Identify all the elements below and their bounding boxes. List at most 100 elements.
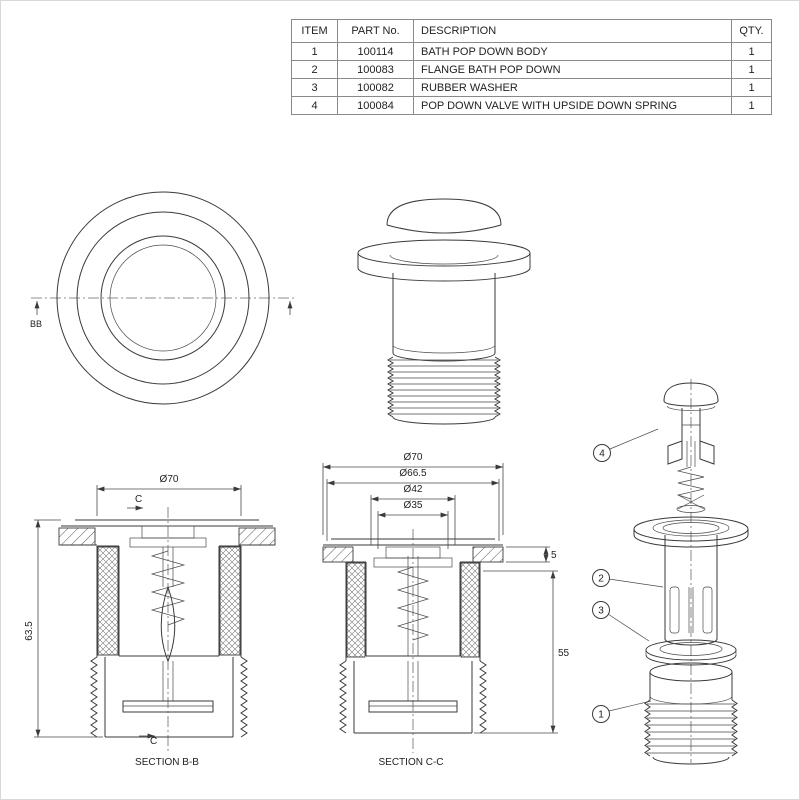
leader-line xyxy=(608,700,652,712)
balloon-number: 1 xyxy=(598,710,604,721)
dim-label-5: 5 xyxy=(551,550,557,561)
extension-lines-d70 xyxy=(322,463,504,535)
dim-label-d35: Ø35 xyxy=(404,500,423,511)
extension-lines xyxy=(34,519,103,738)
cell-part-no: 100084 xyxy=(337,96,414,115)
col-header-qty: QTY. xyxy=(731,19,772,43)
washer-bore xyxy=(659,642,723,656)
flange-sides xyxy=(357,253,531,268)
bath-wall-hatch-right xyxy=(472,546,504,563)
tube-slot-center xyxy=(688,587,694,633)
valve-cap-dome xyxy=(663,382,719,402)
flange-outer-circle xyxy=(56,191,270,405)
cell-description: POP DOWN VALVE WITH UPSIDE DOWN SPRING xyxy=(413,96,732,115)
cell-description: FLANGE BATH POP DOWN xyxy=(413,60,732,79)
body-neck-walls xyxy=(649,672,733,700)
balloon-circle xyxy=(592,601,610,619)
flange-top-face xyxy=(357,239,531,267)
section-cc-view: Ø70 Ø66.5 Ø42 Ø35 5 55 SECTIO xyxy=(322,452,570,768)
extension-lines-d66 xyxy=(326,479,500,541)
body-groove xyxy=(392,344,496,354)
balloon-callout-3: 3 xyxy=(592,601,650,642)
section-cc-cutline-top: C xyxy=(127,494,144,511)
thread-edge-left xyxy=(339,660,347,734)
flange-tube-walls xyxy=(664,535,718,639)
flange-bore xyxy=(662,522,720,534)
cut-label-c-top: C xyxy=(135,494,142,505)
dim-label-d66: Ø66.5 xyxy=(399,468,427,479)
bath-wall-hatch-left xyxy=(58,527,96,546)
top-plan-view: BB xyxy=(30,191,295,405)
button-dome xyxy=(386,198,502,226)
thread-edge-left xyxy=(90,656,98,738)
button-rim-inner xyxy=(399,227,489,234)
dim-label-height: 63.5 xyxy=(24,621,35,641)
dimension-diameter-70: Ø70 xyxy=(96,474,242,516)
valve-stem xyxy=(162,547,174,587)
body-bottom-edge xyxy=(392,352,496,362)
extension-lines xyxy=(474,570,558,734)
washer-bottom-edge xyxy=(645,654,737,666)
part-4-pop-down-valve xyxy=(663,382,719,513)
tube-slot-left xyxy=(669,586,680,634)
section-bb-title: SECTION B-B xyxy=(135,757,199,768)
thread-bottom-edge xyxy=(652,756,730,765)
leader-line xyxy=(609,428,659,450)
thread-edge-left xyxy=(644,699,651,757)
thread-edge-right xyxy=(494,356,501,418)
valve-foot-cross xyxy=(677,494,705,510)
table-row-1: 1 100114 BATH POP DOWN BODY 1 xyxy=(291,42,772,61)
thread-lines xyxy=(647,703,735,754)
button-mechanism-lower xyxy=(129,537,207,548)
extension-lines-d42 xyxy=(370,495,456,545)
body-walls xyxy=(392,273,496,353)
stem-lower xyxy=(162,661,174,701)
balloon-callout-2: 2 xyxy=(592,569,664,588)
body-section-walls xyxy=(345,561,481,661)
col-header-item: ITEM xyxy=(291,19,338,43)
balloon-number: 2 xyxy=(598,574,604,585)
balloon-callout-1: 1 xyxy=(592,700,652,723)
section-bb-cutline-label: BB xyxy=(30,319,42,329)
extension-lines xyxy=(96,485,242,516)
dim-label-55: 55 xyxy=(558,648,570,659)
dimension-flange-thickness: 5 xyxy=(506,546,557,563)
col-header-part-no: PART No. xyxy=(337,19,414,43)
thread-lines xyxy=(390,359,498,415)
cell-qty: 1 xyxy=(731,96,772,115)
wall-crosshatch-right xyxy=(460,562,480,658)
cut-label-c-bottom: C xyxy=(150,736,157,747)
valve-guide-center xyxy=(686,441,696,467)
table-row-4: 4 100084 POP DOWN VALVE WITH UPSIDE DOWN… xyxy=(291,96,772,115)
dimension-body-height: 55 xyxy=(474,570,570,734)
button-inner-circle xyxy=(109,244,217,352)
valve-stem xyxy=(407,556,419,656)
dimension-stack: Ø70 Ø66.5 Ø42 Ø35 xyxy=(322,452,504,549)
button-outer-circle xyxy=(100,235,226,361)
flange-inner-circle xyxy=(76,211,250,385)
valve-guide-right xyxy=(699,440,715,465)
dimension-height-63-5: 63.5 xyxy=(24,519,103,738)
cell-part-no: 100114 xyxy=(337,42,414,61)
dim-label-diameter: Ø70 xyxy=(160,474,179,485)
balloon-circle xyxy=(593,444,611,462)
part-2-flange xyxy=(633,516,749,646)
balloon-number: 3 xyxy=(598,606,604,617)
extension-lines xyxy=(506,546,550,563)
balloon-circle xyxy=(592,569,610,587)
part-3-rubber-washer xyxy=(645,639,737,666)
thread-section xyxy=(644,699,738,765)
flange-lines xyxy=(323,538,503,546)
wall-crosshatch-right xyxy=(219,546,241,656)
thread-section xyxy=(339,660,487,734)
valve-guide-left xyxy=(667,440,683,465)
section-bb-view: Ø70 63.5 C C SECTION B-B xyxy=(24,474,276,768)
flange-bottom-edge xyxy=(633,534,749,548)
leader-line xyxy=(607,613,650,642)
base-tee xyxy=(368,700,458,713)
washer-sides xyxy=(645,650,737,655)
bath-wall-hatch-left xyxy=(322,546,354,563)
valve-foot-ring xyxy=(676,505,706,513)
dim-label-d42: Ø42 xyxy=(404,484,423,495)
